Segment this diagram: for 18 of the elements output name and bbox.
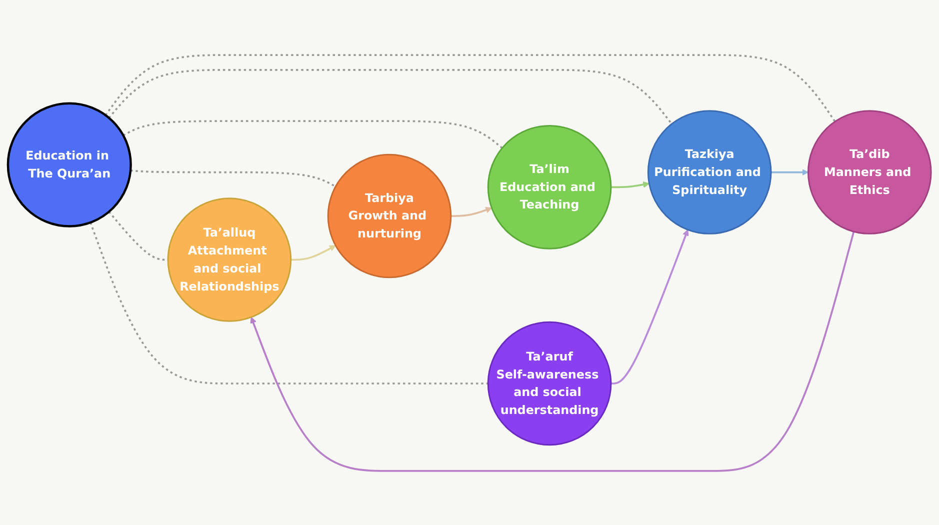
connector	[104, 54, 836, 122]
connector	[90, 222, 488, 384]
connector	[122, 120, 503, 148]
node-circle: Ta’dib Manners and Ethics	[807, 110, 932, 234]
arrow	[450, 206, 492, 216]
arrow	[610, 180, 650, 188]
node-circle: Ta’aruf Self-awareness and social understanding	[487, 320, 612, 446]
node-circle: Education in The Qura’an	[6, 102, 132, 227]
node-circle: Ta’alluq Attachment and social Relationdships	[167, 197, 292, 322]
node-circle: Tarbiya Growth and nurturing	[327, 153, 452, 278]
arrow	[250, 230, 855, 472]
node-circle: Tazkiya Purification and Spirituality	[647, 110, 772, 234]
arrow	[610, 228, 689, 384]
arrow	[771, 168, 808, 176]
node-circle: Ta’lim Education and Teaching	[487, 124, 612, 249]
connector	[130, 169, 336, 187]
arrow	[290, 244, 336, 260]
connector	[108, 68, 672, 124]
